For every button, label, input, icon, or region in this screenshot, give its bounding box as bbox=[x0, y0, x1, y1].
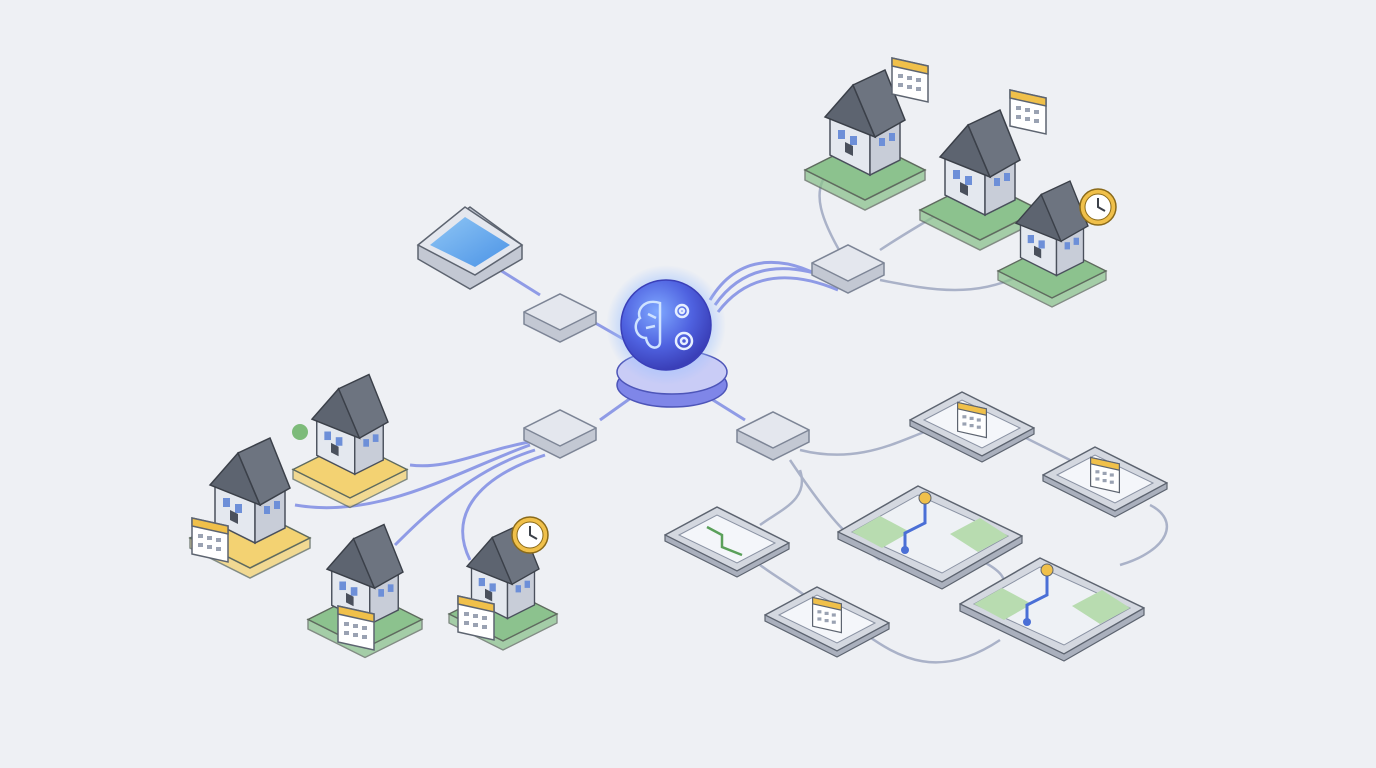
phone-icon[interactable] bbox=[1042, 446, 1168, 518]
calendar-icon bbox=[1089, 456, 1121, 494]
ai-hub[interactable] bbox=[606, 265, 728, 408]
brain-icon bbox=[634, 300, 662, 349]
house-icon[interactable] bbox=[292, 373, 408, 509]
calendar-icon bbox=[891, 57, 929, 103]
calendar-icon bbox=[1009, 89, 1047, 135]
calendar-icon bbox=[956, 401, 988, 439]
phone-icon[interactable] bbox=[764, 586, 890, 658]
tablet-icon[interactable] bbox=[958, 556, 1146, 663]
tree-icon bbox=[292, 424, 308, 440]
network-switch-icon[interactable] bbox=[736, 411, 810, 461]
display-tile bbox=[416, 206, 524, 290]
tablet-icon[interactable] bbox=[836, 484, 1024, 591]
calendar-icon bbox=[337, 605, 375, 651]
network-switch-icon[interactable] bbox=[523, 293, 597, 343]
phone-icon[interactable] bbox=[664, 506, 790, 578]
clock-icon bbox=[511, 516, 549, 554]
map-route-icon bbox=[706, 525, 743, 557]
calendar-icon bbox=[191, 517, 229, 563]
gear-icon bbox=[674, 303, 694, 351]
clock-icon bbox=[1079, 188, 1117, 226]
calendar-icon bbox=[811, 596, 843, 634]
phone-icon[interactable] bbox=[909, 391, 1035, 463]
calendar-icon bbox=[457, 595, 495, 641]
